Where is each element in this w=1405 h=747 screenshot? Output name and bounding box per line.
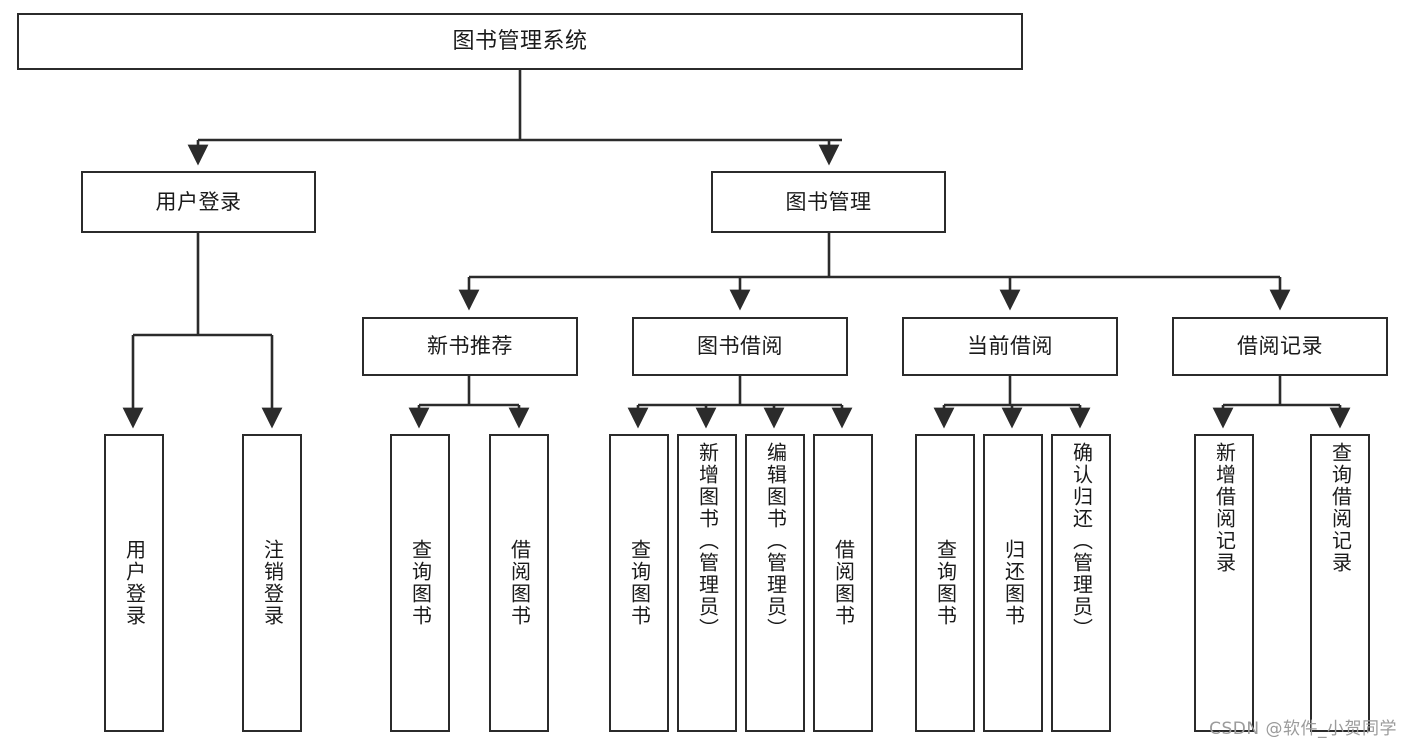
node-label: 查询借阅记录: [1328, 442, 1353, 574]
node-label: 查询图书: [933, 539, 958, 627]
node-new-book-recommend[interactable]: 新书推荐: [362, 317, 578, 376]
csdn-watermark: CSDN @软件_小贺同学: [1209, 719, 1397, 739]
node-book-borrow[interactable]: 图书借阅: [632, 317, 848, 376]
node-label: 确认归还（管理员）: [1069, 442, 1094, 640]
node-root-system[interactable]: 图书管理系统: [17, 13, 1023, 70]
node-label: 借阅图书: [831, 539, 856, 627]
node-label: 新书推荐: [427, 334, 513, 359]
node-current-borrow[interactable]: 当前借阅: [902, 317, 1118, 376]
node-label: 当前借阅: [967, 334, 1053, 359]
leaf-user-login[interactable]: 用户登录: [104, 434, 164, 732]
node-borrow-record[interactable]: 借阅记录: [1172, 317, 1388, 376]
leaf-borrow-book[interactable]: 借阅图书: [813, 434, 873, 732]
leaf-return-book[interactable]: 归还图书: [983, 434, 1043, 732]
leaf-add-borrow-record[interactable]: 新增借阅记录: [1194, 434, 1254, 732]
node-label: 用户登录: [155, 189, 242, 214]
node-label: 借阅图书: [507, 539, 532, 627]
node-label: 归还图书: [1001, 539, 1026, 627]
node-label: 图书管理系统: [452, 28, 588, 54]
node-label: 查询图书: [408, 539, 433, 627]
node-label: 新增借阅记录: [1212, 442, 1237, 574]
leaf-query-book-current[interactable]: 查询图书: [915, 434, 975, 732]
leaf-query-book-recommend[interactable]: 查询图书: [390, 434, 450, 732]
node-label: 注销登录: [260, 539, 285, 627]
leaf-query-borrow-record[interactable]: 查询借阅记录: [1310, 434, 1370, 732]
node-label: 借阅记录: [1237, 334, 1323, 359]
node-user-login[interactable]: 用户登录: [81, 171, 316, 233]
node-label: 查询图书: [627, 539, 652, 627]
leaf-query-book-borrow[interactable]: 查询图书: [609, 434, 669, 732]
node-label: 新增图书（管理员）: [695, 442, 720, 640]
node-label: 图书借阅: [697, 334, 783, 359]
leaf-logout-login[interactable]: 注销登录: [242, 434, 302, 732]
leaf-edit-book-admin[interactable]: 编辑图书（管理员）: [745, 434, 805, 732]
leaf-add-book-admin[interactable]: 新增图书（管理员）: [677, 434, 737, 732]
node-label: 用户登录: [122, 539, 147, 627]
node-label: 图书管理: [785, 189, 872, 214]
node-book-management[interactable]: 图书管理: [711, 171, 946, 233]
node-label: 编辑图书（管理员）: [763, 442, 788, 640]
leaf-confirm-return-admin[interactable]: 确认归还（管理员）: [1051, 434, 1111, 732]
leaf-borrow-book-recommend[interactable]: 借阅图书: [489, 434, 549, 732]
